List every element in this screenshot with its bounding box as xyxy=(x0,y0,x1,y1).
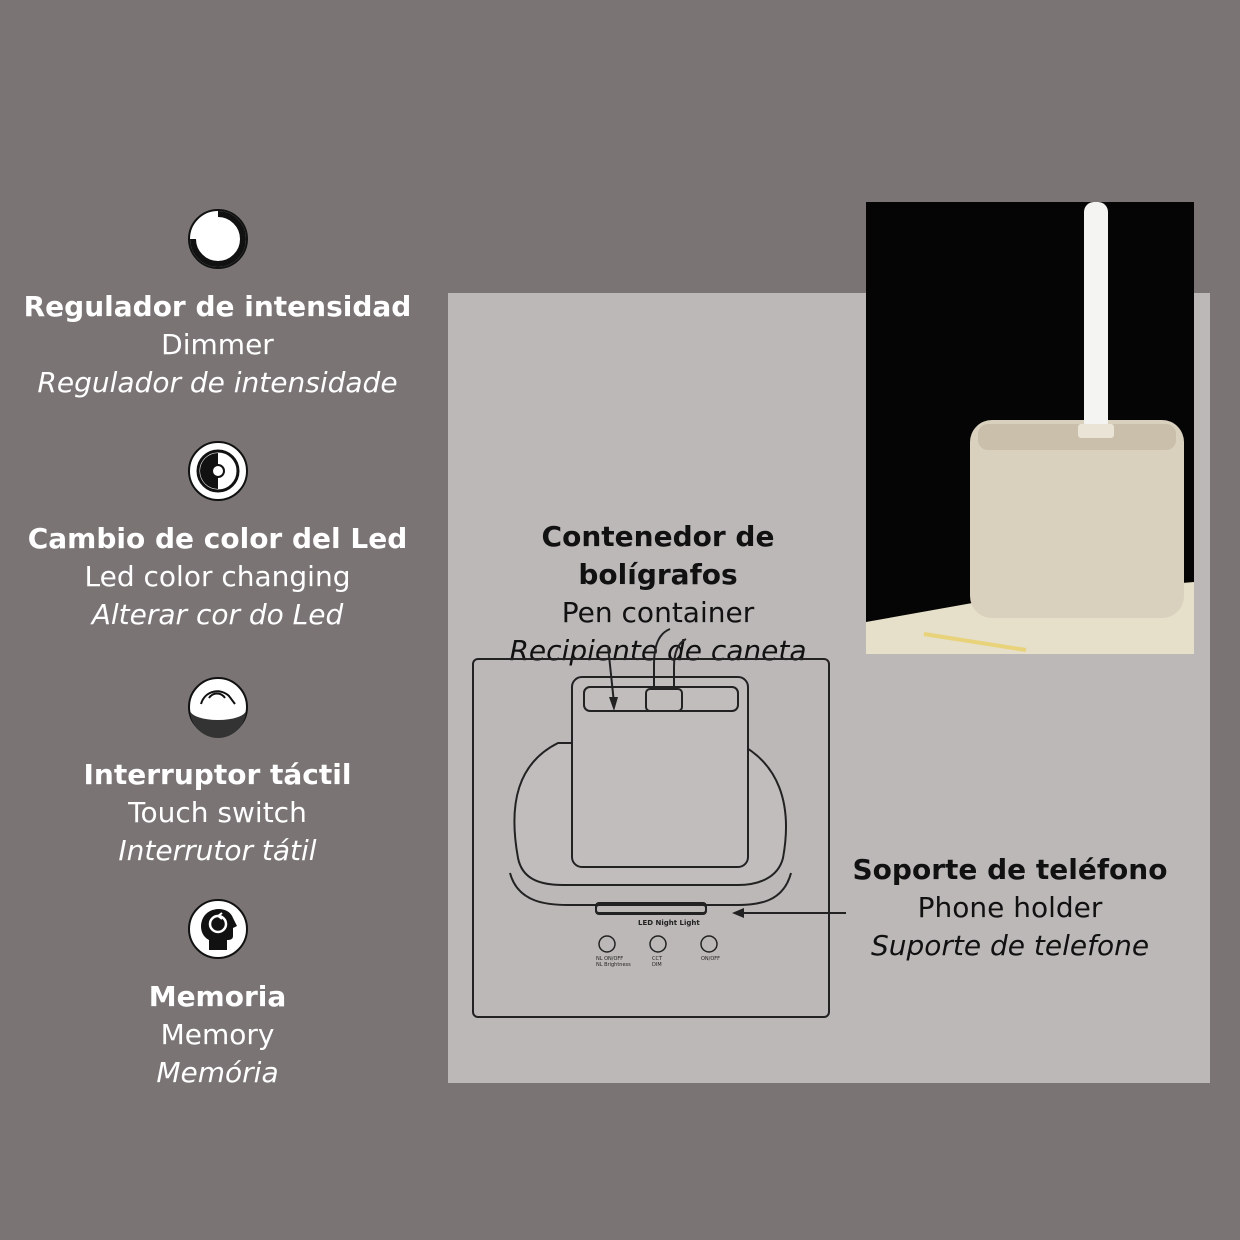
feature-title: Interruptor táctil xyxy=(83,758,352,791)
feature-touch-switch: Interruptor táctil Touch switch Interrut… xyxy=(20,676,415,870)
cct-dim-button-icon xyxy=(649,935,667,953)
feature-english: Dimmer xyxy=(161,328,274,361)
color-change-icon xyxy=(187,441,248,501)
feature-title: Cambio de color del Led xyxy=(27,522,408,555)
feature-portuguese: Regulador de intensidade xyxy=(37,366,398,399)
line-diagram: LED Night Light NL ON/OFF NL Brightness … xyxy=(509,628,846,968)
callout-pen-container: Contenedor de bolígrafos Pen container R… xyxy=(458,518,858,670)
feature-title: Memoria xyxy=(148,980,287,1013)
line-diagram-frame xyxy=(472,658,830,1018)
feature-title: Regulador de intensidad xyxy=(23,290,412,323)
product-photo xyxy=(866,202,1194,654)
callout-phone-holder: Soporte de teléfono Phone holder Suporte… xyxy=(850,851,1170,965)
feature-portuguese: Interrutor tátil xyxy=(118,834,317,867)
button-sublabel: DIM xyxy=(652,962,662,968)
memory-icon xyxy=(187,899,248,959)
pen-container-photo xyxy=(866,202,1194,654)
button-label: ON/OFF xyxy=(701,956,720,962)
button-sublabel: NL Brightness xyxy=(596,962,631,968)
feature-color-change: Cambio de color del Led Led color changi… xyxy=(20,440,415,634)
power-button-icon xyxy=(700,935,718,953)
feature-memory: Memoria Memory Memória xyxy=(20,898,415,1092)
feature-english: Memory xyxy=(160,1018,275,1051)
feature-english: Touch switch xyxy=(128,796,307,829)
feature-portuguese: Memória xyxy=(156,1056,279,1089)
button-label: NL ON/OFF xyxy=(596,956,623,962)
night-light-button-icon xyxy=(598,935,616,953)
touch-switch-icon xyxy=(187,677,248,738)
button-label: CCT xyxy=(652,956,663,962)
callout-title: Soporte de teléfono xyxy=(852,853,1168,886)
callout-portuguese: Suporte de telefone xyxy=(870,929,1150,962)
dimmer-icon xyxy=(187,209,248,269)
callout-english: Pen container xyxy=(561,596,755,629)
night-light-label: LED Night Light xyxy=(638,919,700,927)
feature-dimmer: Regulador de intensidad Dimmer Regulador… xyxy=(20,208,415,402)
callout-english: Phone holder xyxy=(917,891,1103,924)
callout-title: Contenedor de bolígrafos xyxy=(541,520,775,591)
feature-portuguese: Alterar cor do Led xyxy=(91,598,344,631)
feature-english: Led color changing xyxy=(84,560,351,593)
